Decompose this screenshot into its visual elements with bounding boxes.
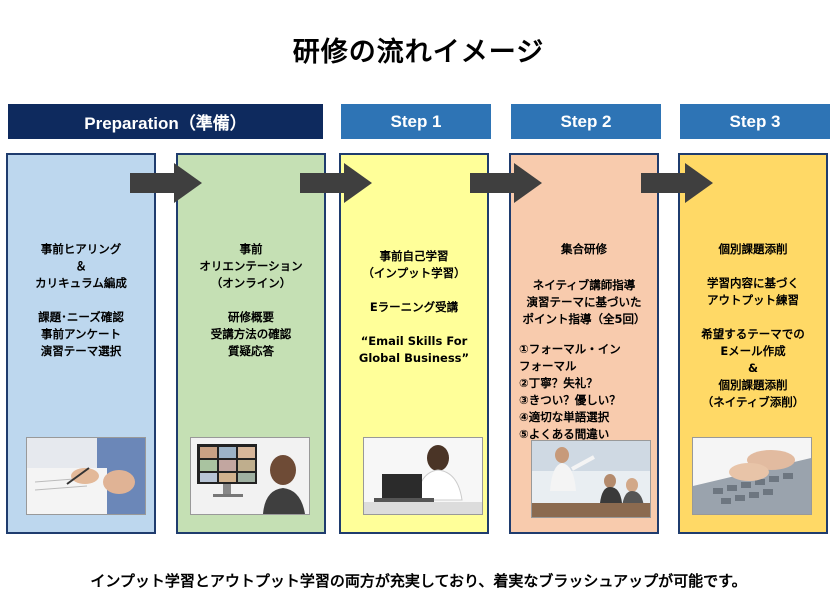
card-orientation: 事前 オリエンテーション （オンライン） 研修概要 受講方法の確認 質疑応答 — [176, 153, 326, 534]
header-preparation: Preparation（準備） — [8, 104, 323, 139]
typing-keyboard-photo — [692, 437, 812, 515]
meeting-presentation-photo — [531, 440, 651, 518]
header-step2: Step 2 — [511, 104, 661, 139]
card-self-study-text: 事前自己学習 （インプット学習） Eラーニング受講 “Email Skills … — [358, 249, 470, 365]
page-title: 研修の流れイメージ — [292, 37, 545, 68]
header-step3: Step 3 — [680, 104, 830, 139]
card-correction-text: 個別課題添削 学習内容に基づく アウトプット練習 希望するテーマでの Eメール作… — [701, 242, 805, 409]
group-training-title: 集合研修 — [561, 242, 607, 256]
arrow-right-icon — [641, 163, 713, 203]
arrow-right-icon — [130, 163, 202, 203]
group-training-intro: ネイティブ講師指導 演習テーマに基づいた ポイント指導（全5回） — [522, 278, 646, 326]
group-training-points: ①フォーマル・イン フォーマル ②丁寧？失礼？ ③きつい？優しい？ ④適切な単語… — [519, 342, 621, 441]
card-self-study: 事前自己学習 （インプット学習） Eラーニング受講 “Email Skills … — [339, 153, 489, 534]
writing-hands-photo — [26, 437, 146, 515]
card-correction: 個別課題添削 学習内容に基づく アウトプット練習 希望するテーマでの Eメール作… — [678, 153, 828, 534]
footer-summary: インプット学習とアウトプット学習の両方が充実しており、着実なブラッシュアップが可… — [90, 572, 747, 590]
header-step1: Step 1 — [341, 104, 491, 139]
laptop-study-photo — [363, 437, 483, 515]
card-hearing-text: 事前ヒアリング ＆ カリキュラム編成 課題･ニーズ確認 事前アンケート 演習テー… — [35, 242, 127, 358]
card-orientation-text: 事前 オリエンテーション （オンライン） 研修概要 受講方法の確認 質疑応答 — [199, 242, 303, 358]
arrow-right-icon — [470, 163, 542, 203]
card-group-training: 集合研修 ネイティブ講師指導 演習テーマに基づいた ポイント指導（全5回） ①フ… — [509, 153, 659, 534]
video-conference-photo — [190, 437, 310, 515]
arrow-right-icon — [300, 163, 372, 203]
card-hearing: 事前ヒアリング ＆ カリキュラム編成 課題･ニーズ確認 事前アンケート 演習テー… — [6, 153, 156, 534]
